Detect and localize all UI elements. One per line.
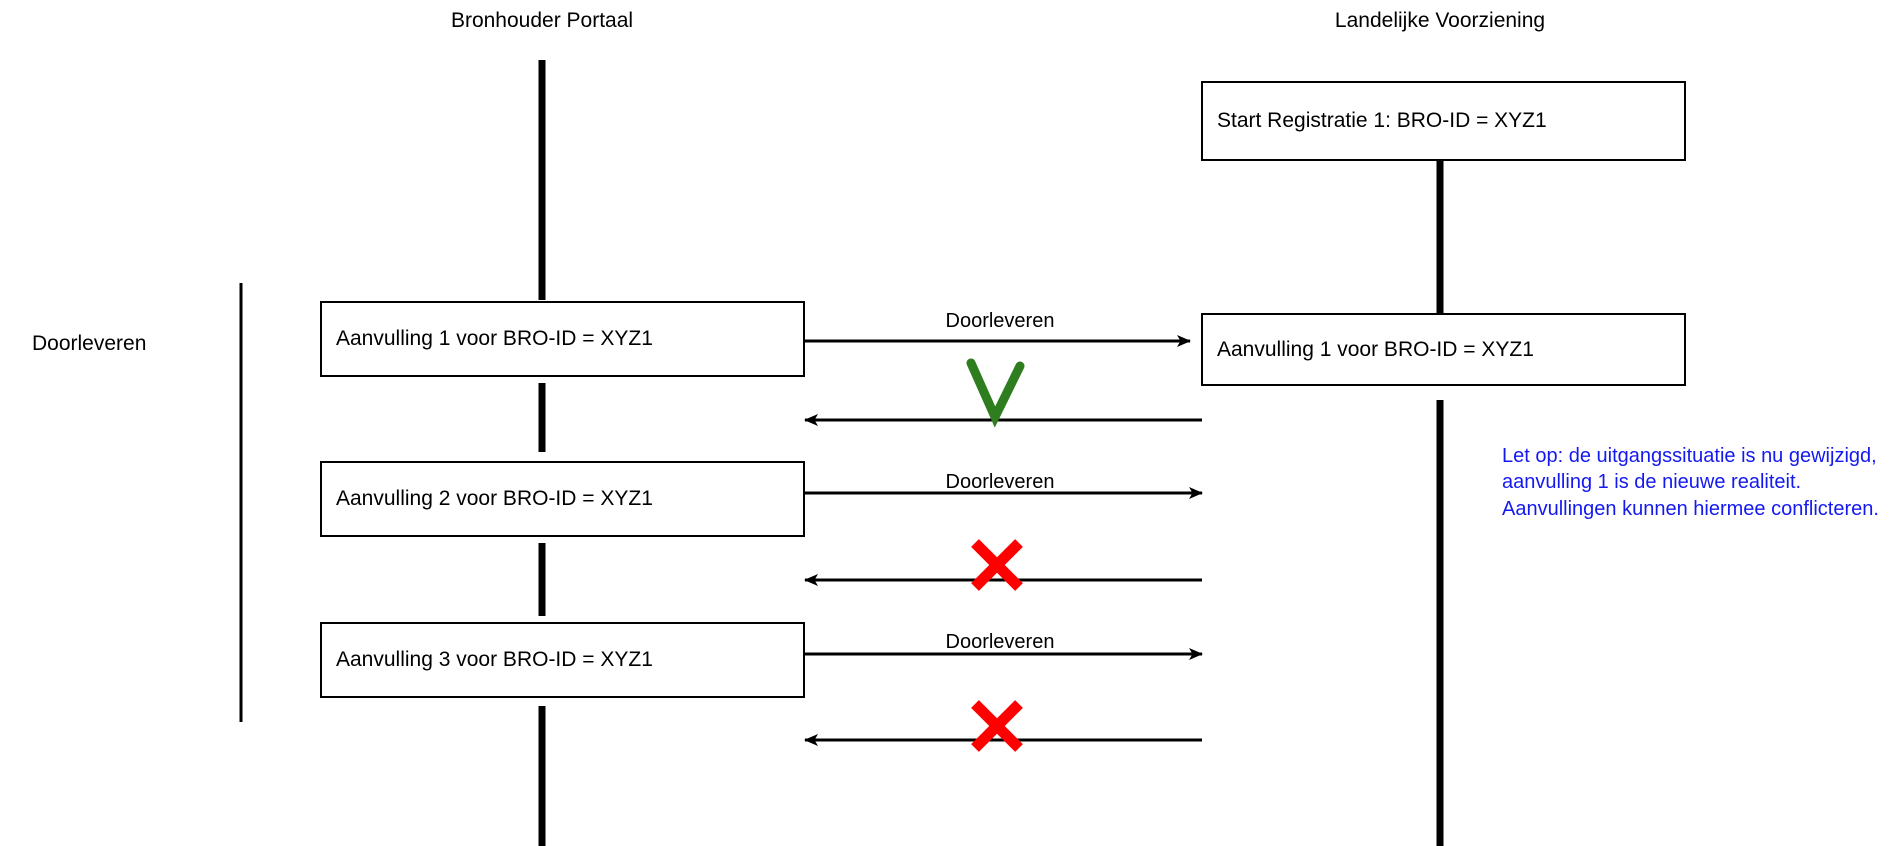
check-icon: [966, 358, 1025, 428]
note-conflict-warning: Let op: de uitgangssituatie is nu gewijz…: [1502, 445, 1879, 520]
cross-icon: [971, 700, 1023, 752]
box-bp-aanvulling-3: Aanvulling 3 voor BRO-ID = XYZ1: [320, 622, 805, 698]
box-bp-aanvulling-2: Aanvulling 2 voor BRO-ID = XYZ1: [320, 461, 805, 537]
box-bp-aanvulling-1: Aanvulling 1 voor BRO-ID = XYZ1: [320, 301, 805, 377]
box-start-registratie: Start Registratie 1: BRO-ID = XYZ1: [1201, 81, 1686, 161]
box-lv-aanvulling-1: Aanvulling 1 voor BRO-ID = XYZ1: [1201, 313, 1686, 386]
cross-icon: [971, 539, 1023, 591]
message-label-2: Doorleveren: [945, 471, 1055, 493]
lifeline-header-landelijke-voorziening: Landelijke Voorziening: [1334, 9, 1546, 32]
message-label-3: Doorleveren: [945, 631, 1055, 653]
message-label-1: Doorleveren: [945, 310, 1055, 332]
lifeline-header-bronhouder-portaal: Bronhouder Portaal: [450, 9, 634, 32]
phase-label-doorleveren: Doorleveren: [32, 332, 147, 355]
